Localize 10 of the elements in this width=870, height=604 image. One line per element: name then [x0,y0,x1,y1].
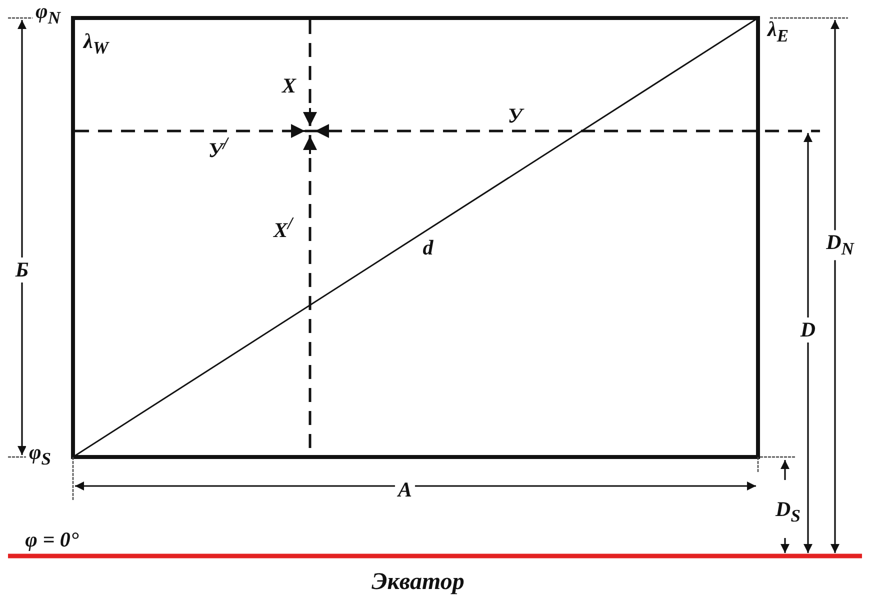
latitude-label: φ = 0° [25,530,79,550]
segment-label: X$^{/}$ [274,215,292,241]
equator-label: Экватор [372,570,464,594]
longitude-label: λ$_{W}$ [84,31,108,57]
segment-label: У$^{/}$ [208,135,228,161]
diagonal-label: d [422,238,434,258]
segment-label: У [508,106,522,126]
segment-label: X [282,76,296,96]
dimension-label: D$_{N}$ [823,230,857,260]
longitude-label: λ$_{E}$ [768,19,788,45]
